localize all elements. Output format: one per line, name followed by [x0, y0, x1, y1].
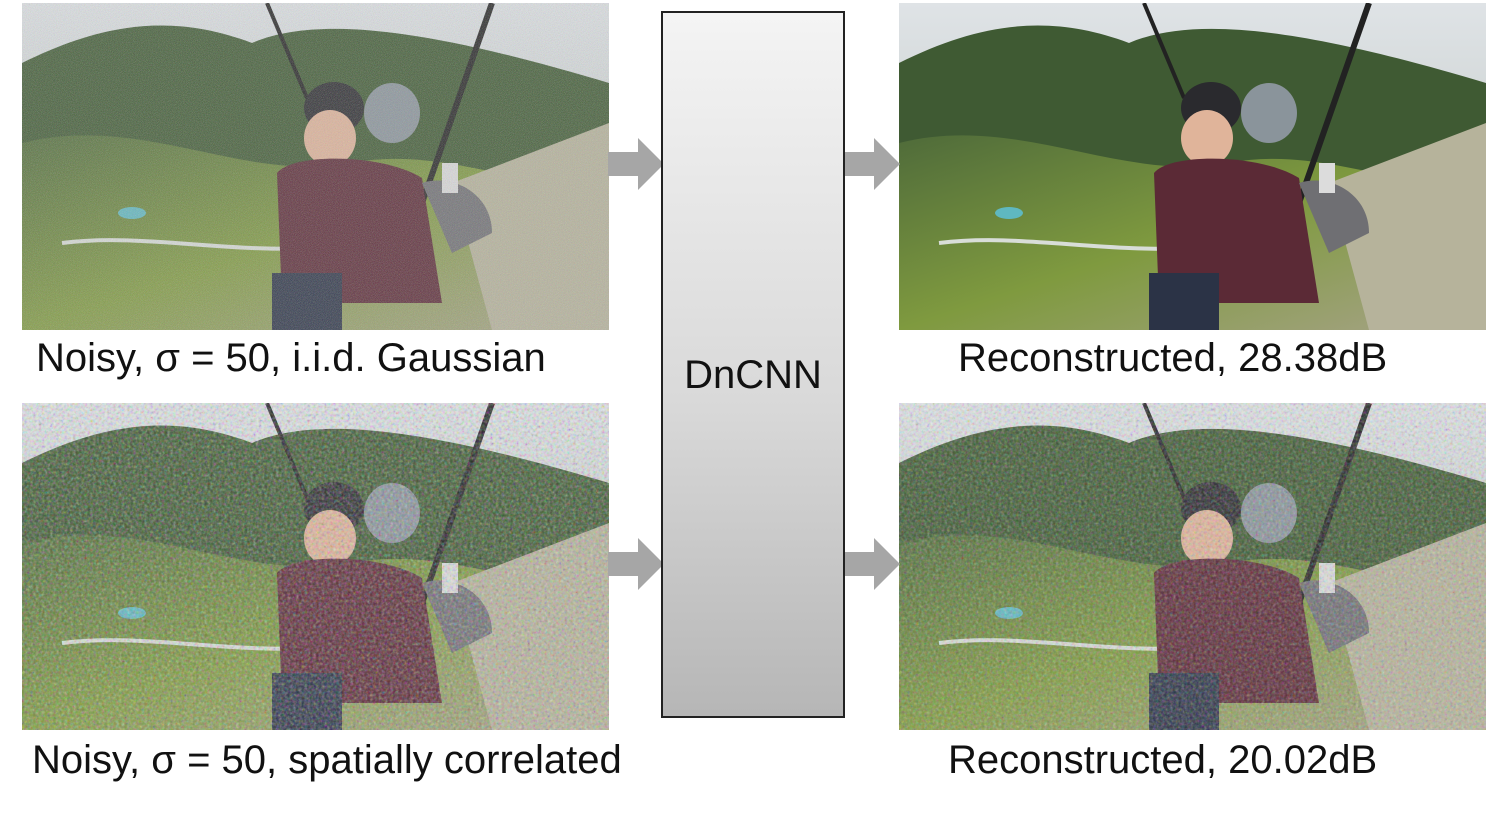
dncnn-label: DnCNN — [684, 353, 822, 397]
noisy-correlated-photo — [22, 403, 609, 730]
arrow-right-icon — [844, 538, 900, 590]
arrow-right-icon — [608, 138, 664, 190]
noisy-correlated-caption: Noisy, σ = 50, spatially correlated — [32, 738, 622, 782]
reconstructed-correlated-caption: Reconstructed, 20.02dB — [948, 738, 1378, 782]
arrow-right-icon — [608, 538, 664, 590]
noisy-iid-caption: Noisy, σ = 50, i.i.d. Gaussian — [36, 336, 546, 380]
arrow-right-icon — [844, 138, 900, 190]
dncnn-block: DnCNN — [661, 11, 845, 718]
reconstructed-iid-photo — [899, 3, 1486, 330]
reconstructed-correlated-photo — [899, 403, 1486, 730]
reconstructed-iid-caption: Reconstructed, 28.38dB — [958, 336, 1388, 380]
noisy-iid-photo — [22, 3, 609, 330]
